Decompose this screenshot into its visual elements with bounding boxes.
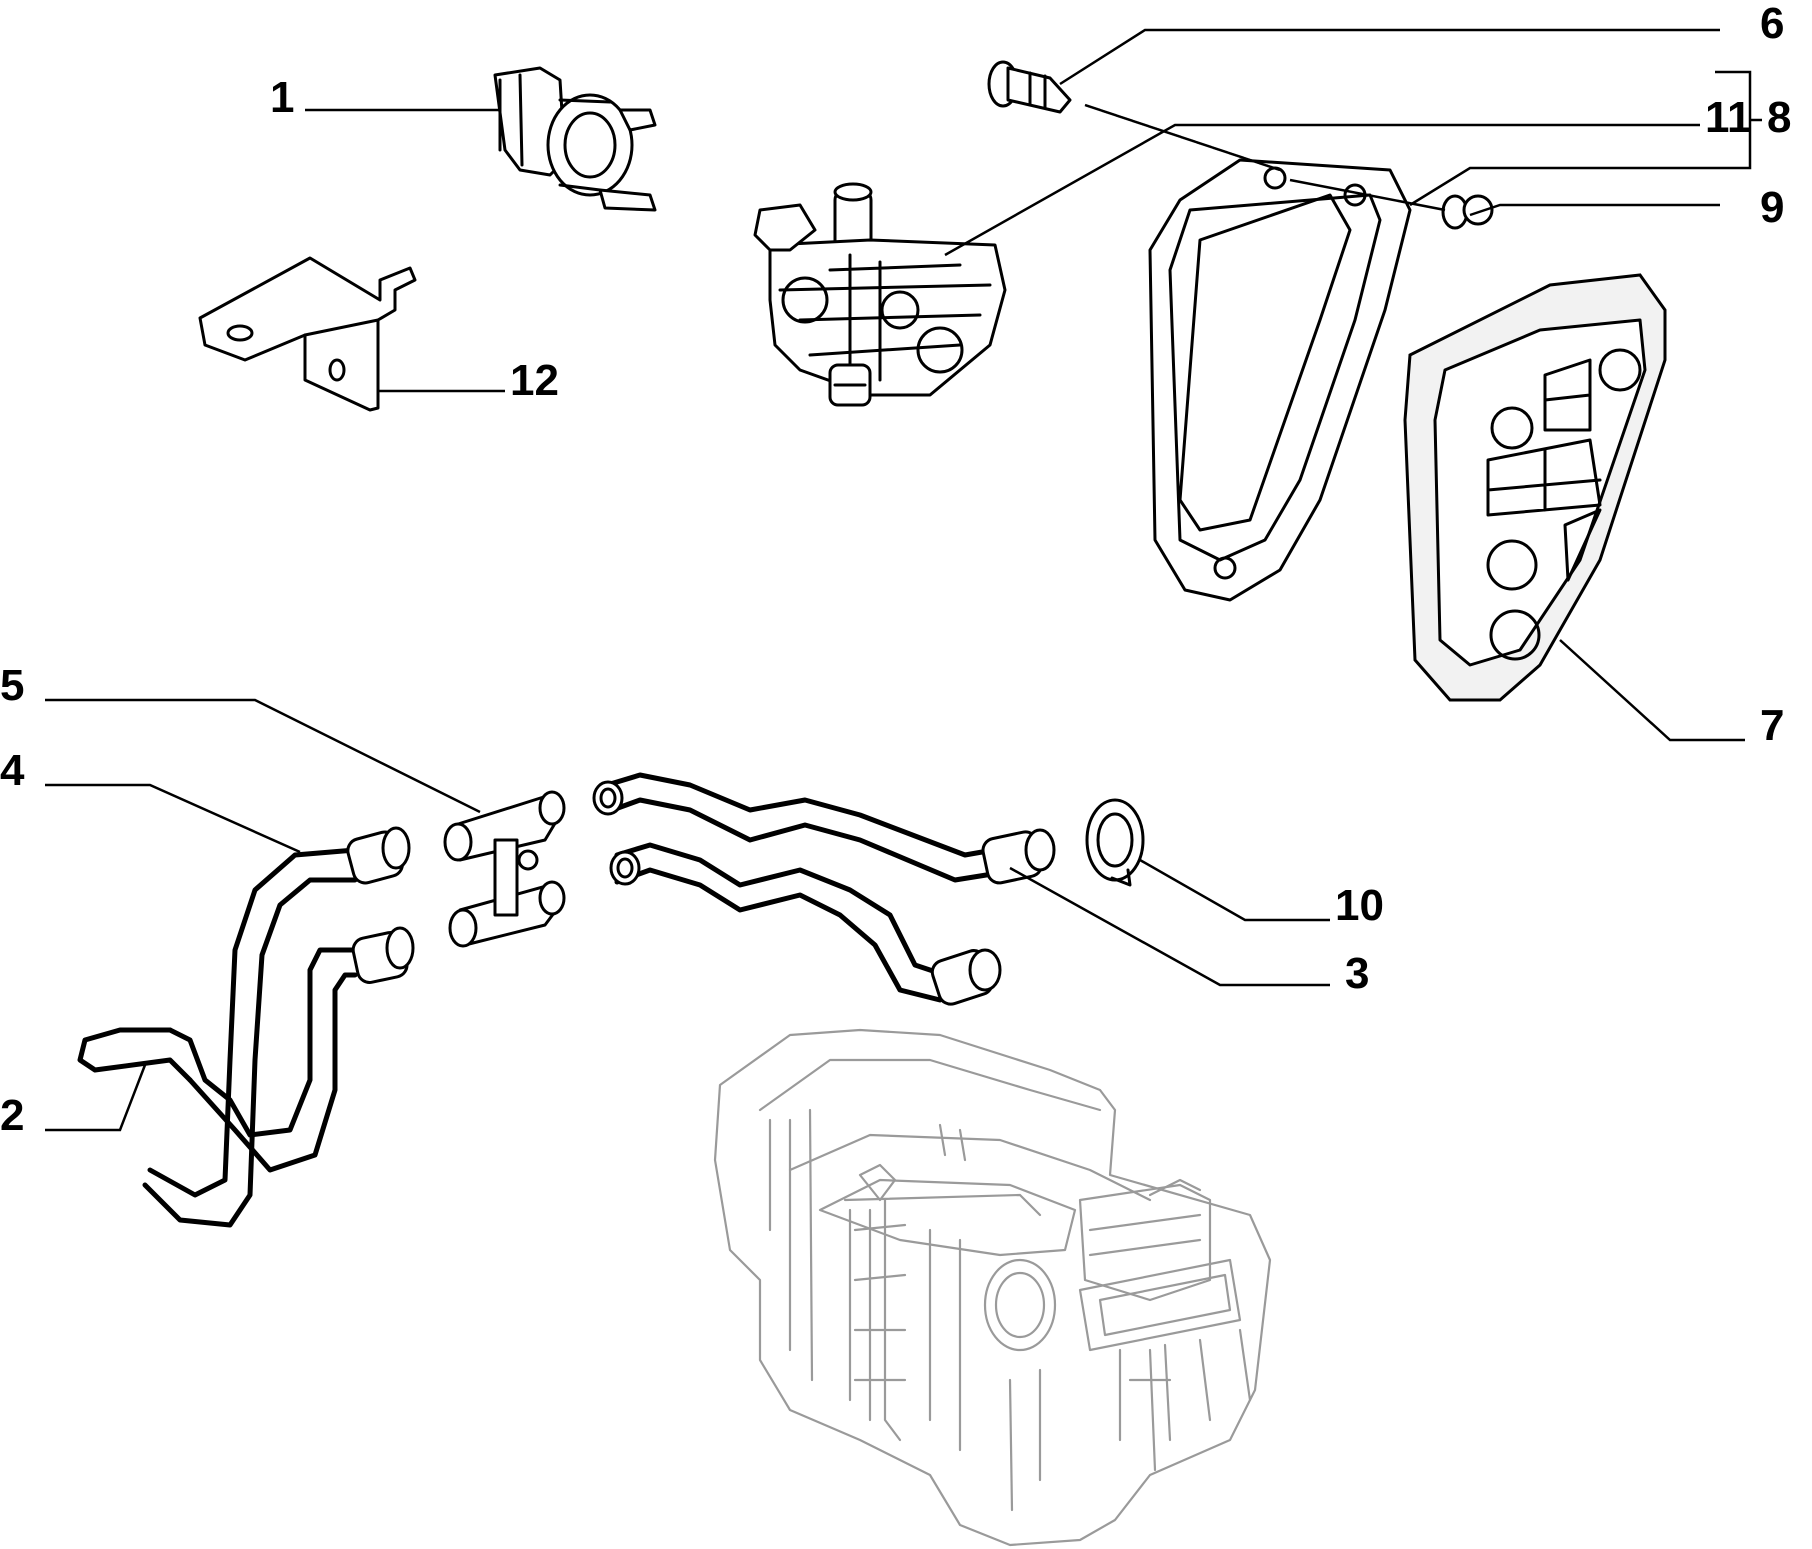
callout-9: 9 [1760,183,1784,232]
callout-10: 10 [1335,881,1384,930]
leader-2 [45,1064,147,1132]
part-7-filter-cover [1403,273,1667,702]
leader-4 [45,783,301,854]
callout-7: 7 [1760,701,1784,750]
part-5-connector [443,790,566,948]
callout-12: 12 [510,356,559,405]
leader-10 [1139,858,1330,922]
leader-5 [45,698,481,814]
heater-unit-housing [713,1028,1272,1547]
leader-11 [944,123,1700,257]
part-10-ring-clamp [1085,798,1145,887]
leader-dash-6 [1084,103,1281,172]
callout-4: 4 [0,746,25,795]
callout-1: 1 [270,73,294,122]
leader-dash-9 [1289,178,1446,212]
callout-6: 6 [1760,0,1784,48]
callout-5: 5 [0,661,24,710]
part-6-screw [987,60,1072,114]
callout-11: 11 [1705,93,1752,142]
callout-3: 3 [1345,949,1369,998]
leader-9 [1469,203,1720,217]
leader-11-link [1409,166,1715,207]
part-4-pipe [77,826,415,1228]
leader-3 [1009,866,1330,987]
heater-valve-assembly [753,182,1007,407]
callout-2: 2 [0,1091,24,1140]
part-1-hose-clip [493,66,657,212]
part-11-gasket [1148,158,1412,602]
callout-8: 8 [1767,93,1791,142]
part-12-bracket [198,256,417,412]
leader-6 [1059,28,1720,86]
callout-labels: 1 12 6 11 8 9 7 5 4 2 10 3 [0,0,1791,1140]
part-9-plug [1441,194,1494,230]
leader-7 [1559,639,1745,742]
part-3-pipes [592,772,1056,1006]
leader-lines [45,28,1762,1132]
